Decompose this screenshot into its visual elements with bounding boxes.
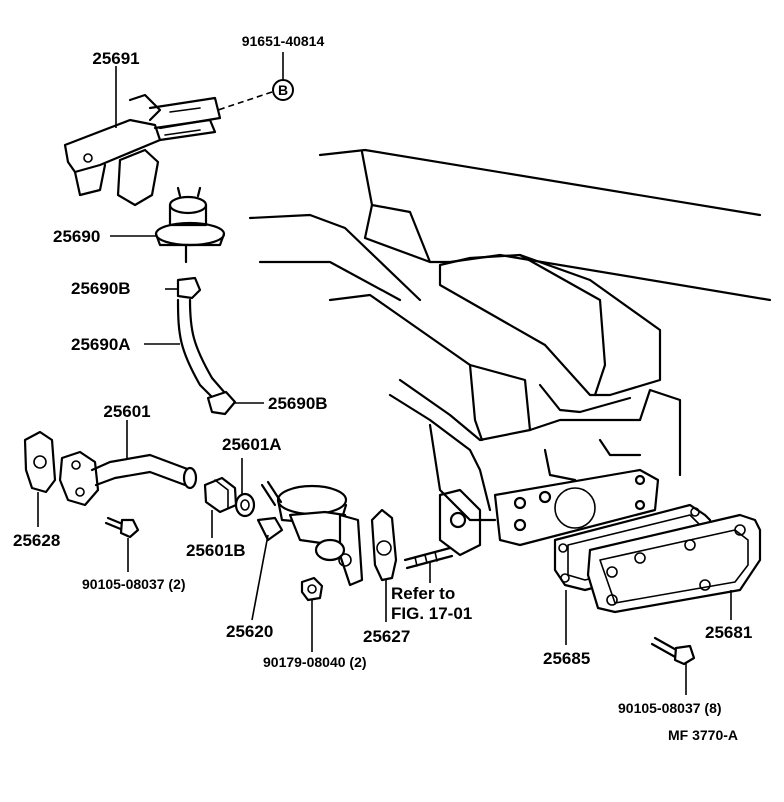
label-25690B-bottom: 25690B — [268, 394, 328, 413]
label-25620: 25620 — [226, 622, 273, 641]
label-25690B-top: 25690B — [71, 279, 131, 298]
label-25601: 25601 — [103, 402, 150, 421]
label-25691: 25691 — [92, 49, 139, 68]
clip-25690B-top-drawing — [176, 276, 202, 300]
label-25627: 25627 — [363, 627, 410, 646]
marker-b: B — [272, 79, 294, 101]
bracket-25691-drawing — [63, 93, 222, 207]
label-90105-08037-8: 90105-08037 (8) — [618, 700, 722, 716]
gasket-25627-drawing — [370, 508, 398, 582]
hose-25690A-drawing — [176, 298, 227, 402]
figure-code: MF 3770-A — [668, 727, 738, 743]
leader-lines — [37, 52, 732, 695]
marker-b-label: B — [278, 82, 288, 98]
egr-valve-25620-drawing — [256, 480, 364, 587]
label-90105-08037-2: 90105-08037 (2) — [82, 576, 186, 592]
label-25681: 25681 — [705, 623, 752, 642]
label-25685: 25685 — [543, 649, 590, 668]
clip-25690B-bottom-drawing — [206, 390, 237, 416]
label-25601B: 25601B — [186, 541, 246, 560]
union-25601A-drawing — [234, 492, 256, 518]
label-refer-to: Refer to — [391, 584, 455, 603]
vacuum-modulator-25690-drawing — [154, 186, 226, 264]
bolt-90105-2-drawing — [104, 516, 140, 539]
nut-90179-drawing — [300, 576, 324, 602]
egr-pipe-25601-drawing — [58, 450, 198, 507]
cover-25681-drawing — [586, 513, 762, 614]
label-25690: 25690 — [53, 227, 100, 246]
stud-drawing — [403, 546, 454, 570]
label-90179-08040: 90179-08040 (2) — [263, 654, 367, 670]
gasket-25628-drawing — [23, 430, 57, 494]
union-nut-25601B-drawing — [203, 476, 238, 514]
label-25601A: 25601A — [222, 435, 282, 454]
label-25628: 25628 — [13, 531, 60, 550]
label-fig-17-01: FIG. 17-01 — [391, 604, 472, 623]
label-25690A: 25690A — [71, 335, 131, 354]
callout-labels: 25691 91651-40814 25690 25690B 25690A 25… — [13, 33, 752, 743]
bolt-90105-8-drawing — [650, 636, 696, 666]
label-91651-40814: 91651-40814 — [242, 33, 325, 49]
intake-manifold-drawing — [248, 148, 772, 557]
